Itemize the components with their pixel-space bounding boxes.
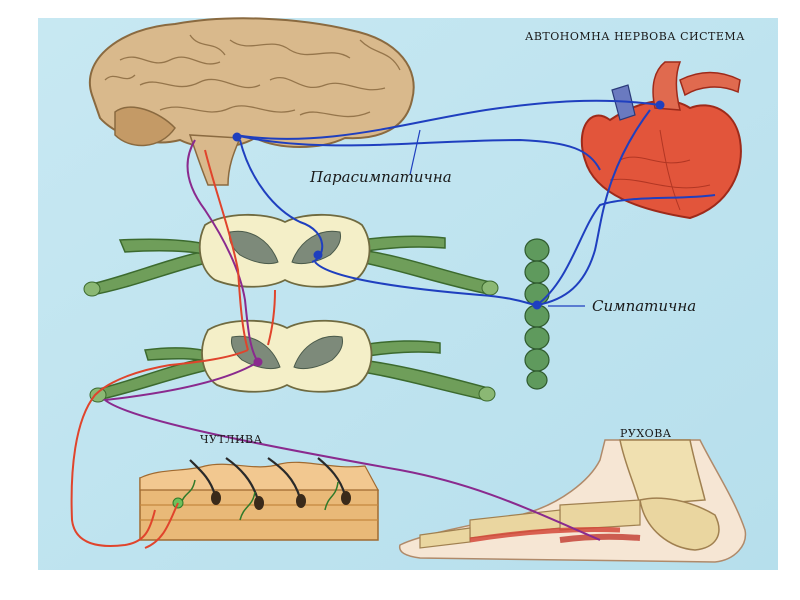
motor-label: РУХОВА [620, 427, 672, 440]
brain-illustration [89, 17, 415, 186]
sympathetic-chain [524, 238, 550, 390]
sensory-path [70, 149, 276, 549]
spinal-segment-lower [89, 319, 496, 403]
foot-skeleton [398, 439, 747, 563]
motor-path [102, 139, 601, 541]
sensory-label: ЧУТЛИВА [200, 433, 263, 446]
parasympathetic-path [232, 99, 716, 310]
sympathetic-label: Симпатична [592, 297, 697, 315]
skin-section [139, 457, 380, 541]
spinal-segment-upper [83, 213, 499, 297]
sympathetic-label-pointer [409, 129, 585, 307]
ans-title: АВТОНОМНА НЕРВОВА СИСТЕМА [525, 30, 745, 43]
parasympathetic-label: Парасимпатична [310, 168, 452, 186]
